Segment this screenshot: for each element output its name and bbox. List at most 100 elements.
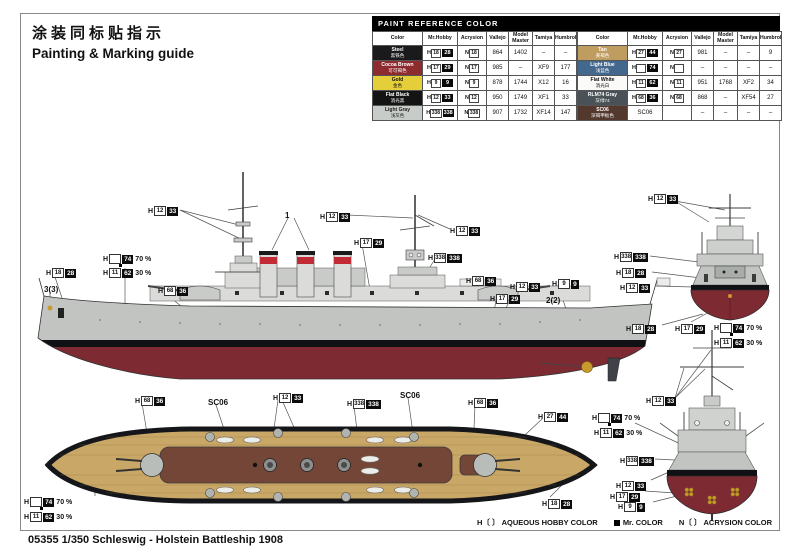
title-english: Painting & Marking guide	[32, 46, 195, 61]
bow-boot-stripe	[691, 285, 769, 290]
paint-code-cell: 981	[691, 45, 714, 61]
stern-masts	[680, 330, 744, 452]
paint-code-cell: XF1	[532, 90, 555, 106]
column-header: Vallejo	[691, 31, 714, 46]
stern-hull-gray	[668, 451, 756, 471]
ref-number-label: 2(2)	[546, 296, 561, 305]
paint-code-cell: 27	[759, 90, 782, 106]
paint-code-cell: 878	[486, 75, 509, 91]
footer-caption: 05355 1/350 Schleswig - Holstein Battles…	[28, 534, 283, 546]
paint-code-cell: 868	[691, 90, 714, 106]
paint-code-cell: –	[713, 105, 738, 121]
stern-hull-red	[666, 475, 758, 515]
paint-code-cell: –	[691, 60, 714, 76]
paint-ref-cell: N	[662, 60, 692, 76]
paint-code-cell: 1749	[508, 90, 533, 106]
paint-code-cell: 9	[759, 45, 782, 61]
paint-code-cell: 1744	[508, 75, 533, 91]
ref-number-label: 3(3)	[44, 285, 59, 294]
paint-code-cell: 864	[486, 45, 509, 61]
paint-code-cell: 33	[554, 90, 577, 106]
hull	[38, 296, 652, 379]
column-header: Mr.Hobby	[422, 31, 458, 46]
paint-code-cell: XF14	[532, 105, 555, 121]
paint-code-cell: XF9	[532, 60, 555, 76]
paint-code-cell: –	[532, 45, 555, 61]
bow-turret	[714, 265, 746, 279]
ref-number-label: 1	[285, 211, 290, 220]
paint-ref-cell: SC06	[627, 105, 663, 121]
ref-number-label: SC06	[400, 391, 421, 400]
plan-view	[44, 397, 598, 504]
page-border-frame	[20, 13, 780, 531]
paint-code-cell: XF2	[737, 75, 760, 91]
paint-code-cell: –	[713, 90, 738, 106]
paint-code-cell: 907	[486, 105, 509, 121]
paint-code-cell: –	[508, 60, 533, 76]
black-square-icon	[613, 520, 620, 527]
legend-mr-color: Mr. COLOR	[613, 518, 663, 527]
paint-code-cell: –	[737, 60, 760, 76]
column-header: Mr.Hobby	[627, 31, 663, 46]
column-header: Acrysion	[457, 31, 487, 46]
color-legend: H〔 〕 AQUEOUS HOBBY COLOR Mr. COLOR N〔 〕 …	[477, 517, 772, 528]
paint-code-cell: –	[759, 105, 782, 121]
stern-view	[634, 330, 765, 521]
paint-code-cell: –	[737, 45, 760, 61]
paint-code-cell: 147	[554, 105, 577, 121]
column-header: Model Master	[713, 31, 738, 46]
propeller-rudder	[539, 357, 621, 382]
bow-superstructure	[696, 225, 764, 267]
legend-acrysion: N〔 〕 ACRYSION COLOR	[678, 518, 772, 527]
paint-code-cell: X12	[532, 75, 555, 91]
stern-superstructure	[659, 407, 765, 453]
page-title: 涂装同标贴指示 Painting & Marking guide	[32, 22, 194, 61]
paint-code-cell: –	[713, 60, 738, 76]
paint-ref-cell	[662, 105, 692, 121]
ref-number-label: SC06	[208, 398, 229, 407]
paint-code-cell: –	[691, 105, 714, 121]
paint-code-cell: –	[737, 105, 760, 121]
bow-leader-lines	[649, 200, 726, 326]
